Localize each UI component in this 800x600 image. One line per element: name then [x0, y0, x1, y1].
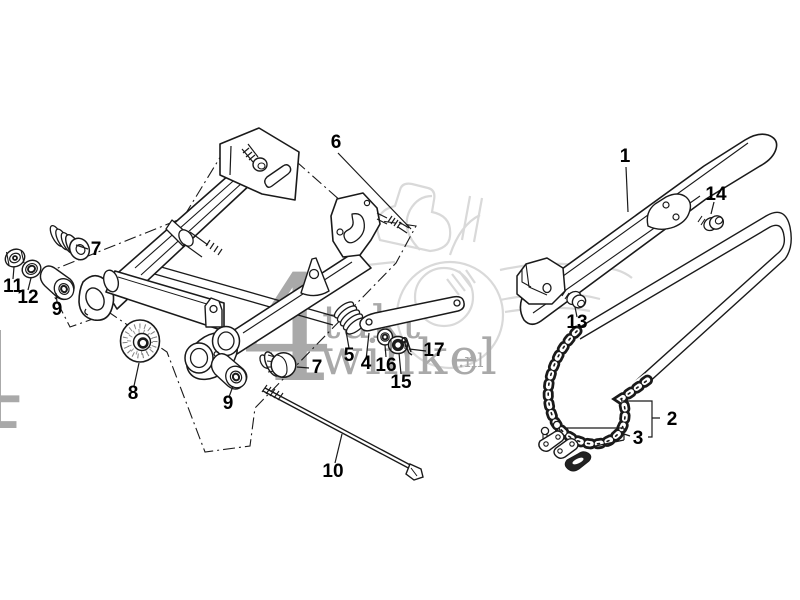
- adjuster-arm-4: [359, 295, 465, 332]
- callout-4: 4: [361, 353, 372, 374]
- callout-2: 2: [667, 409, 678, 430]
- master-link: [538, 420, 592, 472]
- nut-15: [387, 335, 409, 355]
- callout-10: 10: [322, 461, 343, 482]
- split-pin-17: [401, 336, 413, 356]
- callout-6: 6: [331, 132, 342, 153]
- bushing-9-right: [210, 353, 248, 390]
- nut-11: [4, 248, 26, 268]
- callout-labels: 1 2 3 4 5 6 7 7 8 9 9 10 11 12 13 14 15 …: [3, 132, 727, 482]
- callout-14: 14: [705, 184, 727, 205]
- swingarm: [78, 127, 410, 381]
- callout-12: 12: [17, 287, 38, 308]
- watermark-word-bottom: winkel: [320, 328, 499, 386]
- watermark-suffix: .nl: [458, 348, 484, 372]
- phantom-boundary: [42, 131, 417, 453]
- callout-5: 5: [344, 345, 355, 366]
- callout-15: 15: [390, 372, 412, 393]
- bushing-9-left: [39, 265, 75, 301]
- roller-8: [119, 319, 161, 363]
- callout-13: 13: [566, 312, 587, 333]
- chain-guard: [516, 133, 778, 326]
- pivot-bolt-10: [261, 384, 424, 481]
- callout-16: 16: [375, 355, 396, 376]
- callout-9-right: 9: [223, 393, 234, 414]
- washer-12: [21, 259, 42, 279]
- callout-1: 1: [620, 146, 631, 167]
- drive-chain: [541, 211, 792, 451]
- callout-7-left: 7: [91, 239, 102, 260]
- plug-7-right: [259, 351, 297, 379]
- pivot-cap-7-left: [49, 224, 91, 261]
- watermark-edge-digit: 4: [0, 306, 26, 460]
- guard-bolt-14: [697, 215, 725, 232]
- callout-9-left: 9: [52, 299, 63, 320]
- callout-3: 3: [633, 428, 644, 449]
- guard-bolt-13: [561, 289, 587, 309]
- callout-7-right: 7: [312, 357, 323, 378]
- callout-8: 8: [128, 383, 139, 404]
- leader-lines: [12, 152, 715, 464]
- callout-11: 11: [3, 276, 24, 297]
- callout-17: 17: [423, 340, 444, 361]
